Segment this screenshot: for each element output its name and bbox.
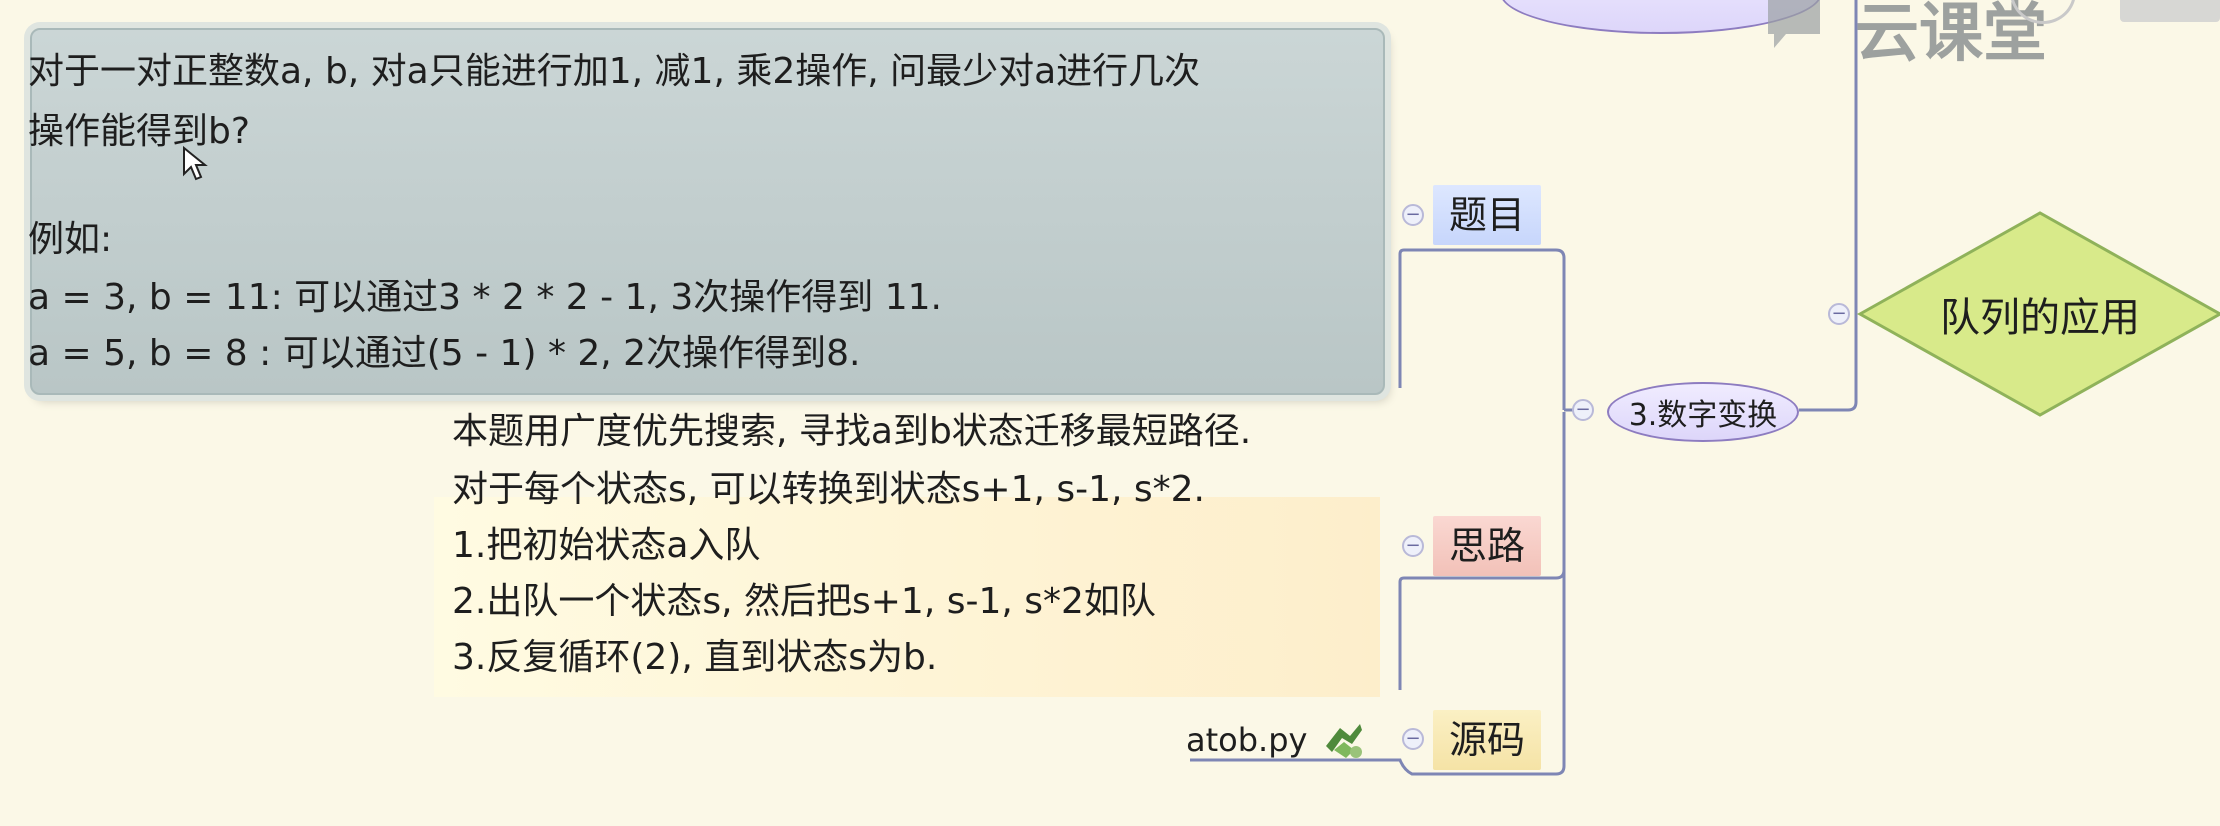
idea-line-4: 2.出队一个状态s, 然后把s+1, s-1, s*2如队 xyxy=(452,581,1156,622)
overlay-corner-button[interactable] xyxy=(2120,0,2220,22)
python-script-icon[interactable] xyxy=(1320,716,1366,762)
idea-line-2: 对于每个状态s, 可以转换到状态s+1, s-1, s*2. xyxy=(452,469,1205,510)
watermark-text: 云课堂 xyxy=(1855,0,2047,71)
connector-root xyxy=(1799,0,1858,412)
problem-note xyxy=(30,28,1385,395)
code-attachment-label[interactable]: atob.py xyxy=(1186,721,1308,759)
idea-note xyxy=(434,497,1380,697)
collapse-idea-icon[interactable]: − xyxy=(1402,535,1424,557)
idea-line-1: 本题用广度优先搜索, 寻找a到b状态迁移最短路径. xyxy=(452,411,1252,452)
problem-line-2: 操作能得到b? xyxy=(28,111,250,152)
problem-line-1: 对于一对正整数a, b, 对a只能进行加1, 减1, 乘2操作, 问最少对a进行… xyxy=(28,51,1201,92)
collapse-code-icon[interactable]: − xyxy=(1402,728,1424,750)
branch-node[interactable]: 3.数字变换 xyxy=(1607,382,1799,442)
root-node-label[interactable]: 队列的应用 xyxy=(1940,295,2140,341)
problem-line-3: 例如: xyxy=(28,219,113,260)
problem-line-4: a = 3, b = 11: 可以通过3 * 2 * 2 - 1, 3次操作得到… xyxy=(28,277,942,318)
collapse-branch-icon[interactable]: − xyxy=(1572,399,1594,421)
topic-idea[interactable]: 思路 xyxy=(1433,516,1541,576)
diamond-shape xyxy=(1856,211,2220,417)
connector-title xyxy=(1398,248,1566,410)
connector-code xyxy=(1190,412,1566,776)
problem-line-5: a = 5, b = 8 : 可以通过(5 - 1) * 2, 2次操作得到8. xyxy=(28,333,861,374)
collapse-root-icon[interactable]: − xyxy=(1828,303,1850,325)
idea-line-5: 3.反复循环(2), 直到状态s为b. xyxy=(452,637,938,678)
topic-title[interactable]: 题目 xyxy=(1433,185,1541,245)
idea-line-3: 1.把初始状态a入队 xyxy=(452,525,761,566)
watermark-logo-icon xyxy=(1768,0,1820,48)
topic-code[interactable]: 源码 xyxy=(1433,710,1541,770)
mouse-cursor-icon xyxy=(183,146,208,181)
collapse-title-icon[interactable]: − xyxy=(1402,204,1424,226)
